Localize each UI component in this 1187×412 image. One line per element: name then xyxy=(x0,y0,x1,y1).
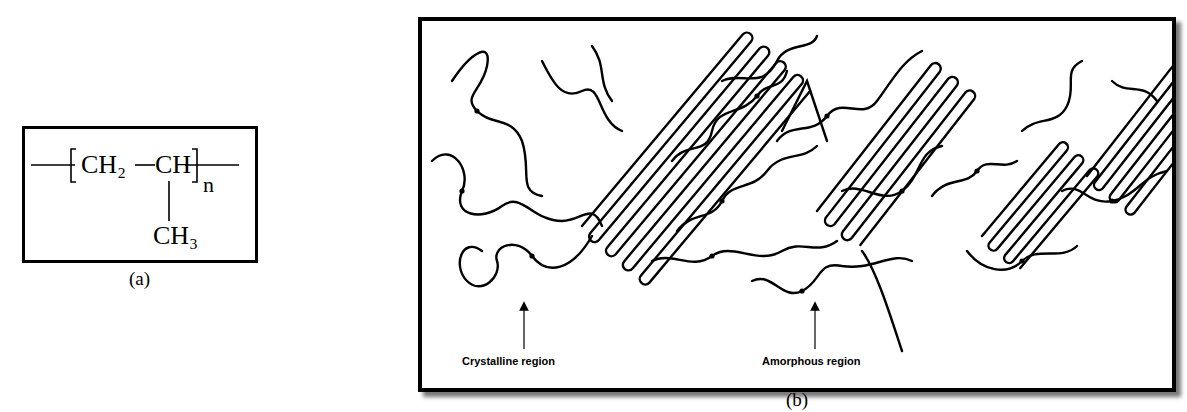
folded-chain xyxy=(817,63,975,245)
formula-group: CH xyxy=(155,150,191,180)
formula-group: CH₂ xyxy=(81,150,126,180)
region-label: Amorphous region xyxy=(762,354,860,368)
repeat-index: n xyxy=(203,173,214,197)
formula-box: CH₂ CH CH₃n xyxy=(22,126,258,263)
formula-group: CH₃ xyxy=(153,221,198,251)
panel-label: (a) xyxy=(129,268,150,290)
folded-chain xyxy=(982,142,1098,268)
panel-label: (b) xyxy=(786,389,808,411)
folded-chain xyxy=(582,33,810,285)
folded-chain xyxy=(1087,56,1172,215)
polymer-chains xyxy=(422,21,1172,388)
region-label: Crystalline region xyxy=(462,354,555,368)
formula-bonds xyxy=(25,129,261,266)
structure-box: Crystalline region Amorphous region xyxy=(418,17,1176,392)
